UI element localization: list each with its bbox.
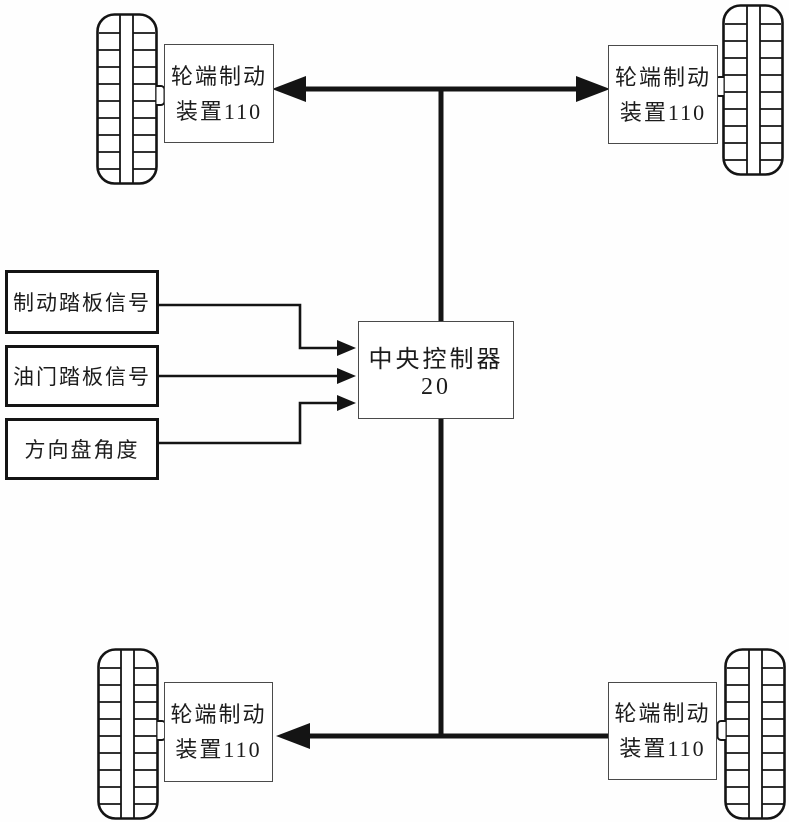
central-controller-label: 中央控制器20 [368, 347, 504, 400]
wheel-brake-label-line1: 轮端制动 [614, 64, 711, 90]
wheel-brake-box-bottom-right: 轮端制动 装置110 [608, 682, 717, 780]
wheel-brake-label-line1: 轮端制动 [170, 63, 267, 89]
brake-pedal-signal-box: 制动踏板信号 [5, 270, 159, 334]
wheel-brake-box-top-right: 轮端制动 装置110 [608, 45, 718, 144]
throttle-pedal-signal-label: 油门踏板信号 [13, 365, 151, 389]
central-controller-box: 中央控制器20 [358, 321, 514, 419]
wheel-brake-label-line2: 装置110 [619, 736, 706, 761]
arrowhead-front-left [272, 76, 306, 102]
brake-pedal-signal-line [159, 303, 339, 350]
steering-angle-signal-box: 方向盘角度 [5, 418, 159, 480]
wheel-brake-label-line2: 装置110 [175, 737, 262, 762]
wheel-brake-label-line1: 轮端制动 [170, 702, 267, 727]
wheel-brake-box-top-left: 轮端制动 装置110 [164, 44, 274, 143]
arrowhead-rear-left [276, 723, 310, 749]
brake-pedal-signal-label: 制动踏板信号 [13, 291, 151, 315]
arrowhead-steering-angle-signal [337, 395, 356, 411]
arrowhead-brake-pedal-signal [337, 340, 356, 356]
arrowhead-throttle-pedal-signal [337, 368, 356, 384]
tire-bottom-left-illustration [97, 648, 167, 820]
wheel-brake-label-line2: 装置110 [175, 98, 263, 124]
steering-angle-signal-line [159, 401, 339, 445]
tire-bottom-right-illustration [716, 648, 786, 820]
wheel-brake-label-line2: 装置110 [619, 99, 707, 125]
wheel-brake-box-bottom-left: 轮端制动 装置110 [164, 682, 273, 782]
steering-angle-signal-label: 方向盘角度 [24, 438, 140, 462]
wheel-brake-label-line1: 轮端制动 [614, 701, 711, 726]
throttle-pedal-signal-box: 油门踏板信号 [5, 345, 159, 407]
tire-top-right-illustration [714, 4, 784, 176]
tire-top-left-illustration [96, 13, 166, 185]
arrowhead-front-right [576, 76, 610, 102]
